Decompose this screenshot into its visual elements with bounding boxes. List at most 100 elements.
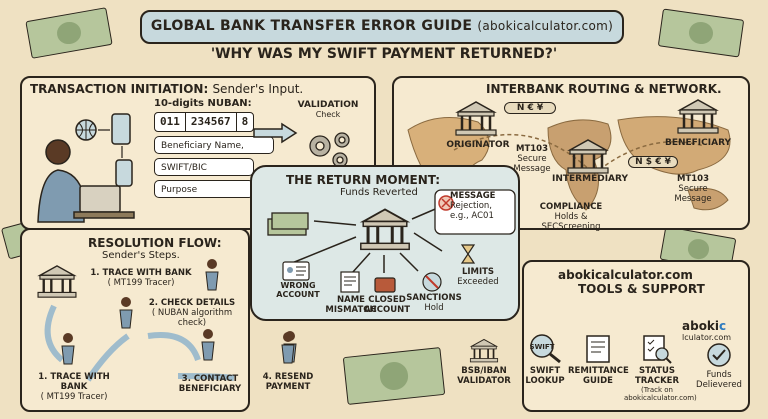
name-mismatch-line2: MISMATCH [325, 305, 377, 315]
title-site: (abokicalculator.com) [477, 19, 614, 33]
rejection-icon [434, 189, 516, 235]
sender-at-laptop-icon [37, 113, 135, 223]
beneficiary-label: BENEFICIARY [664, 138, 732, 148]
aboki-logo: abokic lculator.com [682, 320, 731, 344]
tool-swift-lookup[interactable]: SWIFT SWIFT LOOKUP [520, 332, 570, 386]
step4-line1: 4. RESEND [262, 372, 314, 382]
person-icon [119, 297, 133, 329]
mt103-message-b: MT103 Secure Message [658, 174, 728, 204]
step2-title: 2. CHECK DETAILS [148, 298, 236, 308]
tool-sub-line2: abokicalculator.com) [624, 394, 697, 402]
document-icon [586, 335, 610, 363]
resolution-subtitle: Sender's Steps. [102, 250, 180, 261]
step-contact-beneficiary: 3. CONTACT BENEFICIARY [172, 374, 248, 394]
validation-check-label: VALIDATION Check [288, 100, 368, 119]
mt103-a-line3: Message [513, 164, 551, 174]
return-heading: THE RETURN MOMENT: [286, 173, 441, 187]
return-moment-panel: THE RETURN MOMENT: Funds Reverted MESSAG… [250, 165, 520, 321]
name-mismatch: NAME MISMATCH [324, 295, 378, 315]
intermediary-bank-icon [567, 139, 609, 174]
wrong-account: WRONG ACCOUNT [268, 281, 328, 299]
limits-sub: Exceeded [457, 277, 499, 287]
tool-label-line1: REMITTANCE [568, 366, 629, 376]
nuban-label: 10-digits NUBAN: [154, 98, 252, 109]
compliance-title: COMPLIANCE [539, 202, 603, 212]
message-line2: Rejection, [450, 201, 493, 211]
tool-label-line1: BSB/IBAN [461, 366, 507, 376]
limits-title: LIMITS [461, 267, 495, 277]
page-title: GLOBAL BANK TRANSFER ERROR GUIDE (abokic… [142, 18, 622, 34]
wrong-account-line2: ACCOUNT [276, 290, 320, 299]
person-icon [201, 329, 215, 361]
checkmark-icon [707, 343, 731, 367]
tool-label-line2: TRACKER [634, 376, 680, 386]
tool-status-tracker[interactable]: STATUS TRACKER (Track on abokicalculator… [624, 334, 697, 402]
tool-label-line2: LOOKUP [525, 376, 565, 386]
validation-title: VALIDATION [297, 100, 359, 110]
return-arrows-icon [291, 206, 443, 274]
step1b-title: 1. TRACE WITH BANK [38, 372, 110, 392]
sanctions-title: SANCTIONS [406, 293, 462, 303]
closed-wallet-icon [374, 277, 396, 293]
closed-account-line1: CLOSED [368, 295, 406, 305]
arrow-right-icon [253, 122, 298, 144]
flow-arrows-icon [44, 304, 235, 382]
tools-support-panel: abokicalculator.com TOOLS & SUPPORT abok… [457, 260, 750, 412]
interbank-routing-panel: INTERBANK ROUTING & NETWORK. ORIGINATOR … [392, 76, 750, 230]
mt103-b-line2: Secure [678, 184, 708, 194]
resolution-heading: RESOLUTION FLOW: [88, 236, 222, 250]
step-check-details: 2. CHECK DETAILS ( NUBAN algorithm check… [138, 298, 246, 328]
step-trace-bank-bottom: 1. TRACE WITH BANK ( MT199 Tracer) [24, 372, 124, 402]
nuban-field[interactable]: 011 234567 8 [154, 112, 255, 132]
nuban-serial: 234567 [186, 113, 237, 131]
wrong-account-line1: WRONG [280, 281, 316, 290]
swift-badge: SWIFT [530, 343, 555, 351]
initiation-title: TRANSACTION INITIATION: [30, 82, 209, 96]
beneficiary-name-field[interactable]: Beneficiary Name, [154, 136, 274, 154]
initiation-heading: TRANSACTION INITIATION: Sender's Input. [30, 82, 303, 96]
tools-brand[interactable]: abokicalculator.com [558, 268, 693, 282]
document-icon [340, 271, 360, 293]
routing-heading: INTERBANK ROUTING & NETWORK. [486, 82, 722, 96]
step1b-sub: ( MT199 Tracer) [40, 392, 108, 402]
message-rejection: MESSAGE Rejection, e.g., AC01 [450, 191, 514, 221]
person-icon [61, 333, 75, 365]
sanctions-hold: SANCTIONS Hold [406, 293, 462, 313]
currency-token-b: N $ € ¥ [628, 156, 678, 168]
initiation-subtitle: Sender's Input. [212, 82, 304, 96]
currency-token-a: N € ¥ [504, 102, 556, 114]
closed-account-line2: ACCOUNT [363, 305, 411, 315]
validation-sub: Check [315, 110, 341, 119]
tool-label-line2: Delievered [696, 380, 742, 390]
mt103-message-a: MT103 Secure Message [506, 144, 558, 174]
step-trace-bank-top: 1. TRACE WITH BANK ( MT199 Tracer) [86, 268, 196, 288]
tool-label-line1: SWIFT [529, 366, 561, 376]
tools-heading: TOOLS & SUPPORT [578, 282, 705, 296]
gears-icon [309, 132, 350, 168]
beneficiary-bank-icon [677, 99, 719, 134]
nuban-bank-code: 011 [155, 113, 186, 131]
id-card-icon [282, 261, 310, 281]
step1a-sub: ( MT199 Tracer) [107, 278, 175, 288]
step3-line1: 3. CONTACT [181, 374, 239, 384]
step2-sub: ( NUBAN algorithm check) [151, 308, 233, 328]
tool-remittance-guide[interactable]: REMITTANCE GUIDE [568, 334, 629, 386]
purpose-field[interactable]: Purpose [154, 180, 254, 198]
step-resend-payment: 4. RESEND PAYMENT [248, 372, 328, 392]
nuban-check-digit: 8 [241, 115, 249, 128]
compliance-note: COMPLIANCE Holds & SECScreening [528, 202, 614, 232]
checklist-search-icon [643, 335, 672, 364]
mt103-a-line1: MT103 [516, 144, 548, 154]
swift-bic-field[interactable]: SWIFT/BIC [154, 158, 254, 176]
bank-icon [37, 265, 77, 298]
logo-domain: lculator.com [682, 333, 732, 342]
message-title: MESSAGE [450, 191, 496, 201]
intermediary-label: INTERMEDIARY [552, 174, 628, 184]
step1a-title: 1. TRACE WITH BANK [90, 268, 192, 278]
transaction-initiation-panel: TRANSACTION INITIATION: Sender's Input. … [20, 76, 376, 230]
sanctions-icon [422, 272, 442, 292]
mt103-a-line2: Secure [517, 154, 547, 164]
tool-bsb-iban-validator[interactable]: BSB/IBAN VALIDATOR [454, 338, 514, 386]
tool-label-line1: Funds [706, 370, 732, 380]
return-subtitle: Funds Reverted [340, 187, 418, 198]
